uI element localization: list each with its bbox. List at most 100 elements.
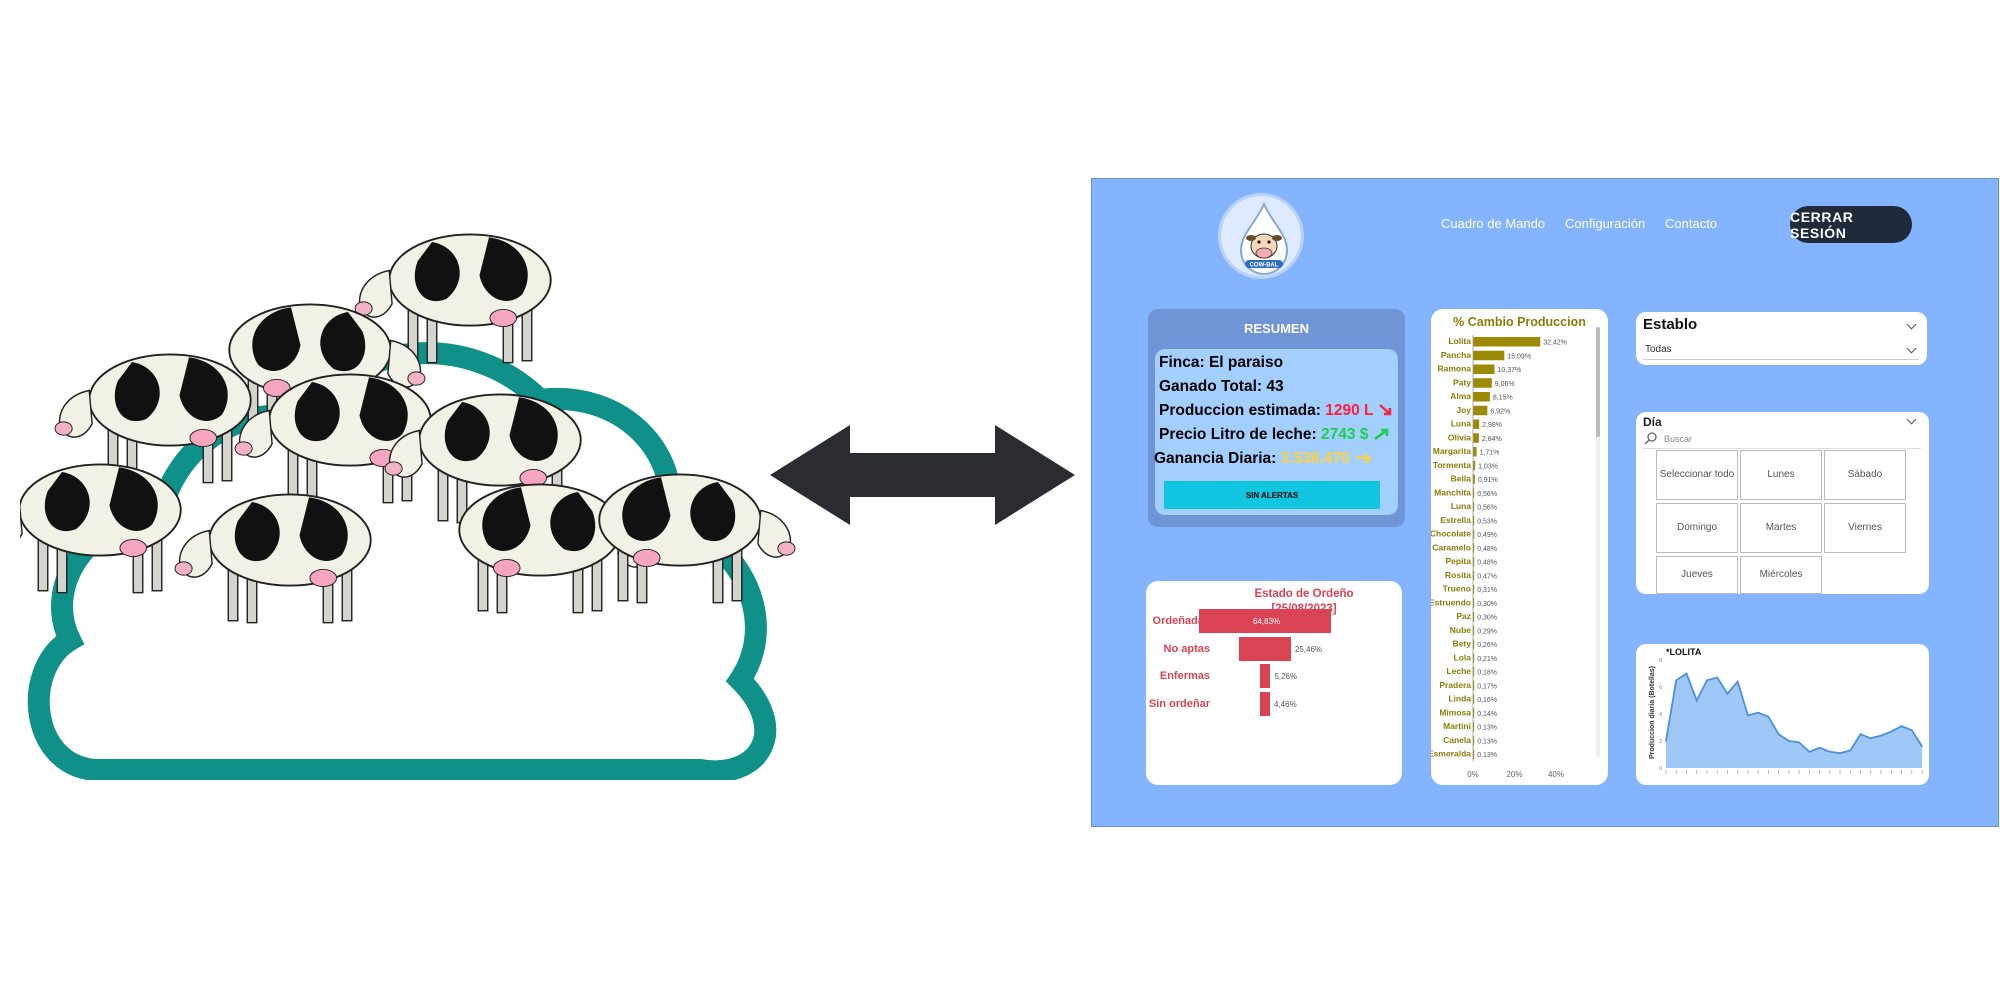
bar[interactable] xyxy=(1473,557,1475,567)
bar[interactable] xyxy=(1473,584,1475,595)
bar[interactable] xyxy=(1473,708,1475,718)
cow-figure xyxy=(354,233,552,364)
dia-option-seleccionar-todo[interactable]: Seleccionar todo xyxy=(1656,450,1738,500)
bar[interactable] xyxy=(1473,405,1488,416)
bar-category-label: Chocolate xyxy=(1431,529,1471,539)
bar[interactable] xyxy=(1473,543,1475,553)
ordeno-bar[interactable] xyxy=(1259,664,1271,688)
cow-figure xyxy=(598,473,796,604)
dia-option-viernes[interactable]: Viernes xyxy=(1824,503,1906,553)
bar-category-label: Canela xyxy=(1443,735,1471,745)
bar-category-label: Margarita xyxy=(1433,446,1472,456)
bar-category-label: Paz xyxy=(1456,611,1471,621)
x-tick-label: 20% xyxy=(1506,770,1522,779)
bar-value-label: 0,91% xyxy=(1478,477,1498,484)
bar[interactable] xyxy=(1473,749,1475,760)
nav-cuadro-de-mando[interactable]: Cuadro de Mando xyxy=(1441,216,1546,231)
double-arrow-icon xyxy=(770,425,1075,525)
bar-category-label: Bety xyxy=(1453,639,1472,649)
bar-category-label: Luna xyxy=(1451,419,1472,429)
data-point xyxy=(1829,751,1831,753)
chart-title: % Cambio Produccion xyxy=(1453,315,1586,329)
bar[interactable] xyxy=(1473,502,1475,512)
cow-herd-cloud-illustration xyxy=(20,233,796,780)
y-tick-label: 6 xyxy=(1659,685,1662,691)
alerts-button[interactable]: SIN ALERTAS xyxy=(1164,481,1380,509)
logout-button[interactable]: CERRAR SESIÓN xyxy=(1790,206,1912,243)
dia-option-martes[interactable]: Martes xyxy=(1740,503,1822,553)
ordeno-bar[interactable] xyxy=(1199,609,1331,633)
data-point xyxy=(1685,672,1688,675)
bar[interactable] xyxy=(1473,680,1475,691)
data-point xyxy=(1665,740,1667,742)
bar[interactable] xyxy=(1473,722,1475,732)
bar[interactable] xyxy=(1473,598,1475,608)
bar-value-label: 0,49% xyxy=(1477,532,1497,539)
bar-value-label: 0,21% xyxy=(1477,656,1497,663)
y-tick-label: 0 xyxy=(1659,766,1662,772)
establo-dropdown[interactable]: Todas xyxy=(1643,342,1919,360)
bar-value-label: 0,13% xyxy=(1477,752,1497,759)
bar[interactable] xyxy=(1473,378,1492,388)
bar-category-label: Pancha xyxy=(1441,350,1472,360)
chart-scrollbar[interactable] xyxy=(1596,327,1600,757)
bar[interactable] xyxy=(1473,625,1475,636)
nav-configuracion[interactable]: Configuración xyxy=(1565,216,1646,231)
bar[interactable] xyxy=(1473,612,1475,622)
produccion-line: Produccion estimada: 1290 L xyxy=(1159,402,1394,420)
dia-option-jueves[interactable]: Jueves xyxy=(1656,556,1738,594)
bar-value-label: 0,18% xyxy=(1477,670,1497,677)
bar[interactable] xyxy=(1473,735,1475,746)
bar-category-label: Leche xyxy=(1446,666,1471,676)
dia-option-domingo[interactable]: Domingo xyxy=(1656,503,1738,553)
bar[interactable] xyxy=(1473,447,1477,457)
bar[interactable] xyxy=(1473,667,1475,677)
data-point xyxy=(1695,699,1698,702)
ordeno-bar[interactable] xyxy=(1260,691,1271,716)
bar[interactable] xyxy=(1473,392,1490,402)
bar-category-label: Esmeralda xyxy=(1431,749,1471,759)
bar-category-label: Pradera xyxy=(1439,680,1471,690)
data-point xyxy=(1870,737,1872,740)
bar[interactable] xyxy=(1473,653,1475,663)
bar[interactable] xyxy=(1473,515,1475,526)
bar[interactable] xyxy=(1473,529,1475,540)
bar-category-label: Caramelo xyxy=(1432,542,1471,552)
series-line xyxy=(1665,672,1923,755)
data-point xyxy=(1757,711,1759,714)
bar-category-label: Alma xyxy=(1450,391,1471,401)
bar[interactable] xyxy=(1473,419,1480,430)
bar[interactable] xyxy=(1473,460,1476,471)
chevron-down-icon[interactable] xyxy=(1906,343,1917,354)
dia-option-lunes[interactable]: Lunes xyxy=(1740,450,1822,500)
cow-figure xyxy=(174,493,372,624)
chevron-down-icon[interactable] xyxy=(1906,414,1917,425)
bar[interactable] xyxy=(1473,350,1505,361)
ordeno-bar[interactable] xyxy=(1239,636,1291,661)
bar-value-label: 9,06% xyxy=(1495,381,1515,388)
bar[interactable] xyxy=(1473,639,1475,650)
trend-up-icon xyxy=(1373,428,1388,441)
bar-value-label: 1,71% xyxy=(1480,450,1500,457)
trend-down-icon xyxy=(1378,404,1391,416)
bar-category-label: Joy xyxy=(1456,405,1471,415)
bar[interactable] xyxy=(1473,433,1479,443)
bar[interactable] xyxy=(1473,364,1495,375)
chevron-down-icon[interactable] xyxy=(1906,319,1917,330)
data-point xyxy=(1788,740,1790,742)
bar[interactable] xyxy=(1473,570,1475,581)
dia-option-miercoles[interactable]: Miércoles xyxy=(1740,556,1822,594)
bar-value-label: 6,92% xyxy=(1490,408,1510,415)
bar-category-label: Luna xyxy=(1451,501,1472,511)
bar[interactable] xyxy=(1473,337,1541,347)
nav-contacto[interactable]: Contacto xyxy=(1665,216,1718,231)
bar[interactable] xyxy=(1473,694,1475,705)
bar-value-label: 0,16% xyxy=(1477,697,1497,704)
ordeno-label: No aptas xyxy=(1163,642,1210,655)
dia-option-sabado[interactable]: Sábado xyxy=(1824,450,1906,500)
dia-search-input[interactable]: Buscar xyxy=(1642,429,1921,449)
chart-scrollbar-thumb[interactable] xyxy=(1596,327,1600,437)
bar[interactable] xyxy=(1473,474,1475,485)
bar[interactable] xyxy=(1473,488,1475,498)
